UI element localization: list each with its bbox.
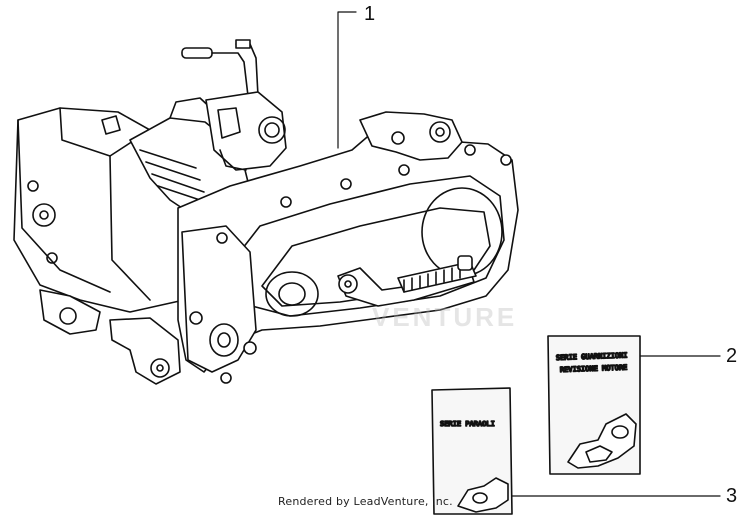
mount-bracket: [39, 289, 101, 335]
oil-seal-kit-card[interactable]: SERIE PARAOLI: [431, 387, 513, 515]
shroud-bolt: [32, 203, 56, 227]
callout-leaders: [337, 11, 721, 497]
carburetor: [181, 39, 287, 171]
gasket-kit-subtitle: REVISIONE MOTORE: [560, 364, 628, 374]
callout-3[interactable]: 3: [726, 485, 738, 507]
gasket-kit-title: SERIE GUARNIZIONI: [556, 352, 628, 362]
engine-assembly[interactable]: [13, 39, 519, 385]
callout-1[interactable]: 1: [364, 3, 376, 25]
oil-seal-icon: [457, 477, 509, 513]
watermark: VENTURE: [372, 302, 518, 332]
callout-2[interactable]: 2: [726, 345, 738, 367]
gasket-kit-card[interactable]: SERIE GUARNIZIONI REVISIONE MOTORE: [547, 335, 641, 475]
leader-1: [337, 11, 357, 149]
gasket-icon: [567, 413, 637, 469]
kick-starter: [337, 255, 477, 307]
render-credit: Rendered by LeadVenture, Inc.: [278, 495, 453, 508]
oil-seal-kit-title: SERIE PARAOLI: [440, 420, 495, 428]
swingarm-mount: [359, 111, 463, 161]
